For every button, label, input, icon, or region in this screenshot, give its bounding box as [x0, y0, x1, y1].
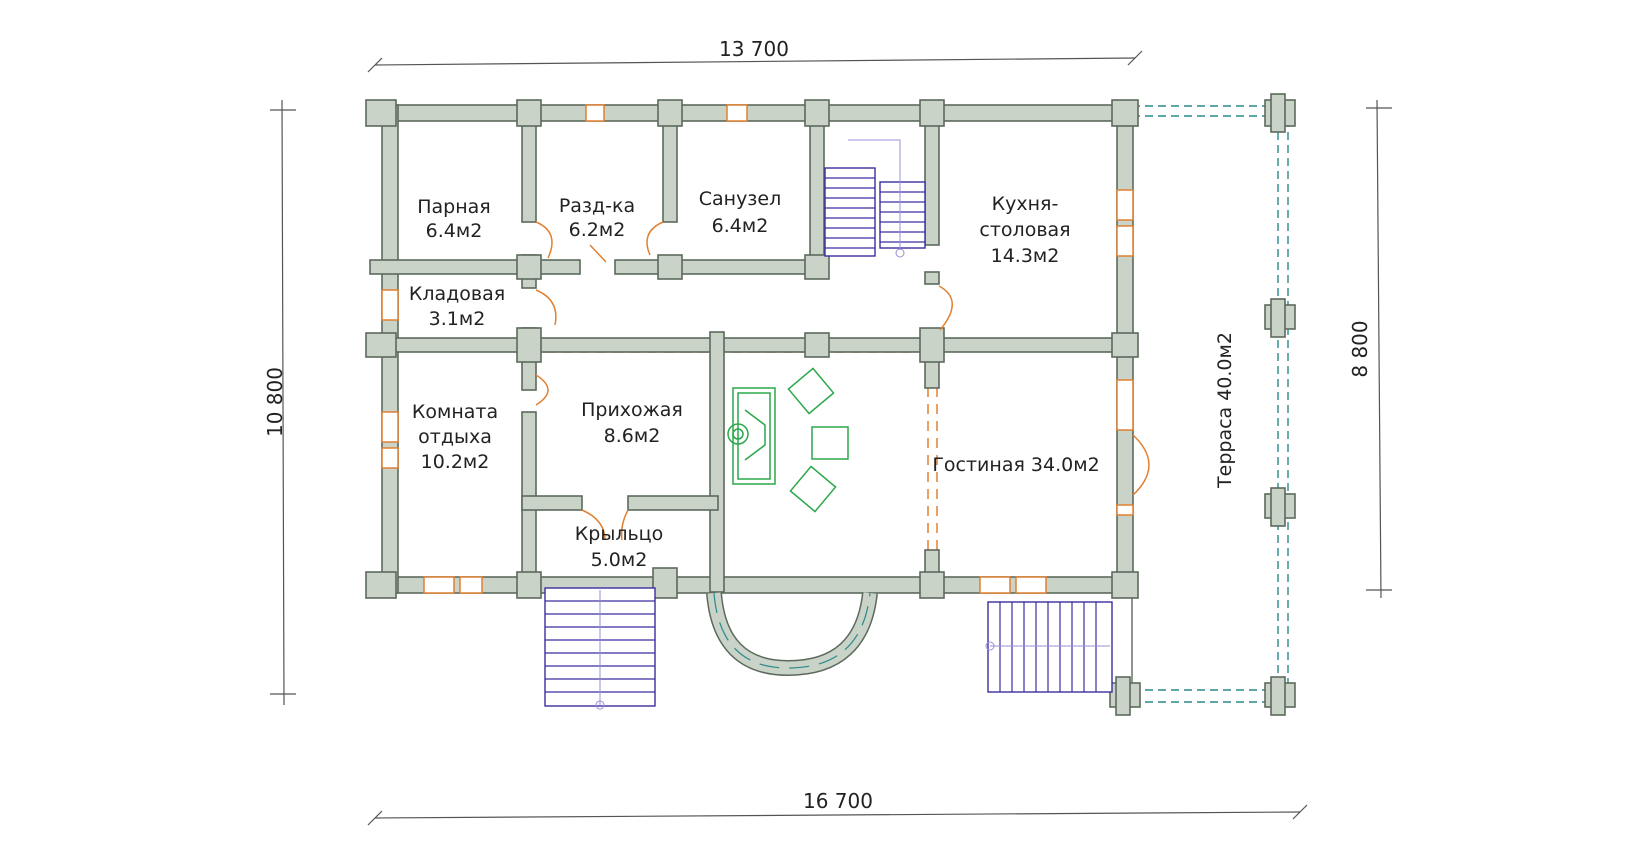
- stairs-entrance: [544, 587, 656, 710]
- room-kitchen-name-2: столовая: [979, 219, 1070, 241]
- room-razdevalka: Разд-ка 6.2м2: [559, 195, 635, 241]
- posts: [365, 93, 1296, 716]
- room-gostinaya: Гостиная 34.0м2: [932, 454, 1099, 476]
- bay-window: [706, 591, 878, 677]
- room-kitchen-name-1: Кухня-: [992, 193, 1059, 215]
- hidden-lines: [545, 342, 938, 583]
- room-kladovaya-area: 3.1м2: [429, 308, 486, 330]
- room-parnaya-area: 6.4м2: [426, 220, 483, 242]
- dimension-left: 10 800: [263, 99, 296, 706]
- room-prihozhaya-area: 8.6м2: [604, 425, 661, 447]
- dimension-right: 8 800: [1348, 99, 1392, 599]
- room-sanuzel-area: 6.4м2: [712, 215, 769, 237]
- room-razdevalka-area: 6.2м2: [569, 219, 626, 241]
- room-gostinaya-label: Гостиная 34.0м2: [932, 454, 1099, 476]
- room-terrasa: Терраса 40.0м2: [1214, 332, 1236, 489]
- room-kryltso: Крыльцо 5.0м2: [575, 523, 663, 571]
- room-komnata-name-2: отдыха: [418, 426, 492, 448]
- room-sanuzel: Санузел 6.4м2: [699, 188, 782, 237]
- room-kitchen-area: 14.3м2: [991, 245, 1060, 267]
- room-prihozhaya-name: Прихожая: [581, 399, 683, 421]
- room-prihozhaya: Прихожая 8.6м2: [581, 399, 683, 447]
- dimension-right-label: 8 800: [1348, 320, 1372, 377]
- walls: [369, 104, 1136, 594]
- stairs-inner: [824, 139, 926, 258]
- dimension-top: 13 700: [367, 37, 1143, 73]
- dimension-top-label: 13 700: [719, 37, 789, 61]
- room-kryltso-name: Крыльцо: [575, 523, 663, 545]
- room-razdevalka-name: Разд-ка: [559, 195, 635, 217]
- room-komnata-name-1: Комната: [412, 401, 498, 423]
- terrace-outline: [1131, 105, 1289, 705]
- room-sanuzel-name: Санузел: [699, 188, 782, 210]
- room-parnaya: Парная 6.4м2: [417, 196, 491, 242]
- doors: [535, 221, 1150, 541]
- dimension-left-label: 10 800: [263, 367, 287, 437]
- room-kitchen: Кухня- столовая 14.3м2: [979, 193, 1070, 267]
- windows: [381, 104, 1134, 594]
- room-kryltso-area: 5.0м2: [591, 549, 648, 571]
- room-parnaya-name: Парная: [417, 196, 491, 218]
- room-kladovaya-name: Кладовая: [409, 283, 505, 305]
- fireplace: [727, 387, 776, 485]
- room-kladovaya: Кладовая 3.1м2: [409, 283, 505, 330]
- dimension-bottom-label: 16 700: [803, 789, 873, 813]
- armchairs: [787, 367, 849, 513]
- room-komnata: Комната отдыха 10.2м2: [412, 401, 498, 473]
- stairs-terrace: [985, 601, 1113, 693]
- dimension-bottom: 16 700: [367, 789, 1308, 826]
- room-komnata-area: 10.2м2: [421, 451, 490, 473]
- room-terrasa-label: Терраса 40.0м2: [1214, 332, 1236, 489]
